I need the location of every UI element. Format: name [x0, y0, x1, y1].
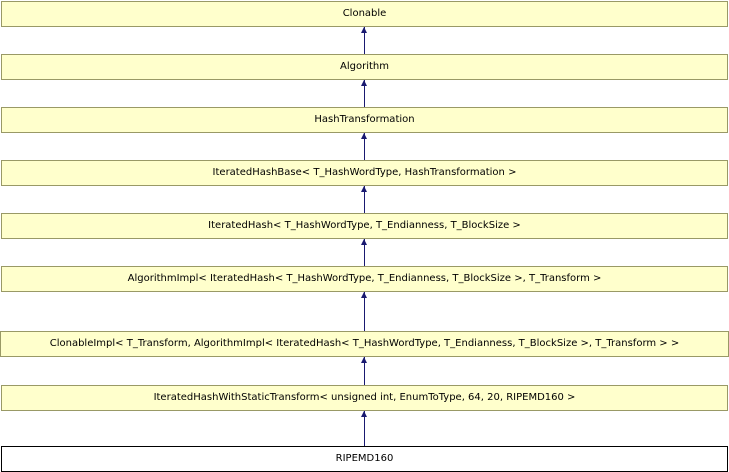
class-node-current[interactable]: RIPEMD160 — [1, 446, 728, 472]
arrow-up-icon — [361, 80, 367, 86]
inheritance-edge — [364, 292, 365, 331]
inheritance-edge — [364, 357, 365, 385]
class-node[interactable]: Algorithm — [1, 54, 728, 80]
class-node-label: IteratedHash< T_HashWordType, T_Endianne… — [208, 220, 521, 231]
class-node[interactable]: AlgorithmImpl< IteratedHash< T_HashWordT… — [1, 266, 728, 292]
class-node-label: HashTransformation — [314, 114, 415, 125]
inheritance-edge — [364, 411, 365, 446]
class-node-label: Algorithm — [340, 61, 389, 72]
arrow-up-icon — [361, 239, 367, 245]
class-node[interactable]: IteratedHash< T_HashWordType, T_Endianne… — [1, 213, 728, 239]
inheritance-edge — [364, 27, 365, 54]
arrow-up-icon — [361, 292, 367, 298]
inheritance-edge — [364, 239, 365, 266]
inheritance-edge — [364, 80, 365, 107]
arrow-up-icon — [361, 357, 367, 363]
class-node[interactable]: HashTransformation — [1, 107, 728, 133]
inheritance-edge — [364, 133, 365, 160]
class-node-label: Clonable — [342, 8, 387, 19]
class-node-label: IteratedHashBase< T_HashWordType, HashTr… — [212, 167, 517, 178]
arrow-up-icon — [361, 411, 367, 417]
class-node[interactable]: Clonable — [1, 1, 728, 27]
class-node[interactable]: ClonableImpl< T_Transform, AlgorithmImpl… — [0, 331, 729, 357]
class-node[interactable]: IteratedHashBase< T_HashWordType, HashTr… — [1, 160, 728, 186]
class-node[interactable]: IteratedHashWithStaticTransform< unsigne… — [1, 385, 728, 411]
arrow-up-icon — [361, 133, 367, 139]
class-node-label: IteratedHashWithStaticTransform< unsigne… — [153, 392, 576, 403]
class-node-label: AlgorithmImpl< IteratedHash< T_HashWordT… — [127, 273, 602, 284]
class-node-label: ClonableImpl< T_Transform, AlgorithmImpl… — [49, 338, 680, 349]
inheritance-edge — [364, 186, 365, 213]
arrow-up-icon — [361, 186, 367, 192]
class-node-label: RIPEMD160 — [335, 453, 394, 464]
arrow-up-icon — [361, 27, 367, 33]
